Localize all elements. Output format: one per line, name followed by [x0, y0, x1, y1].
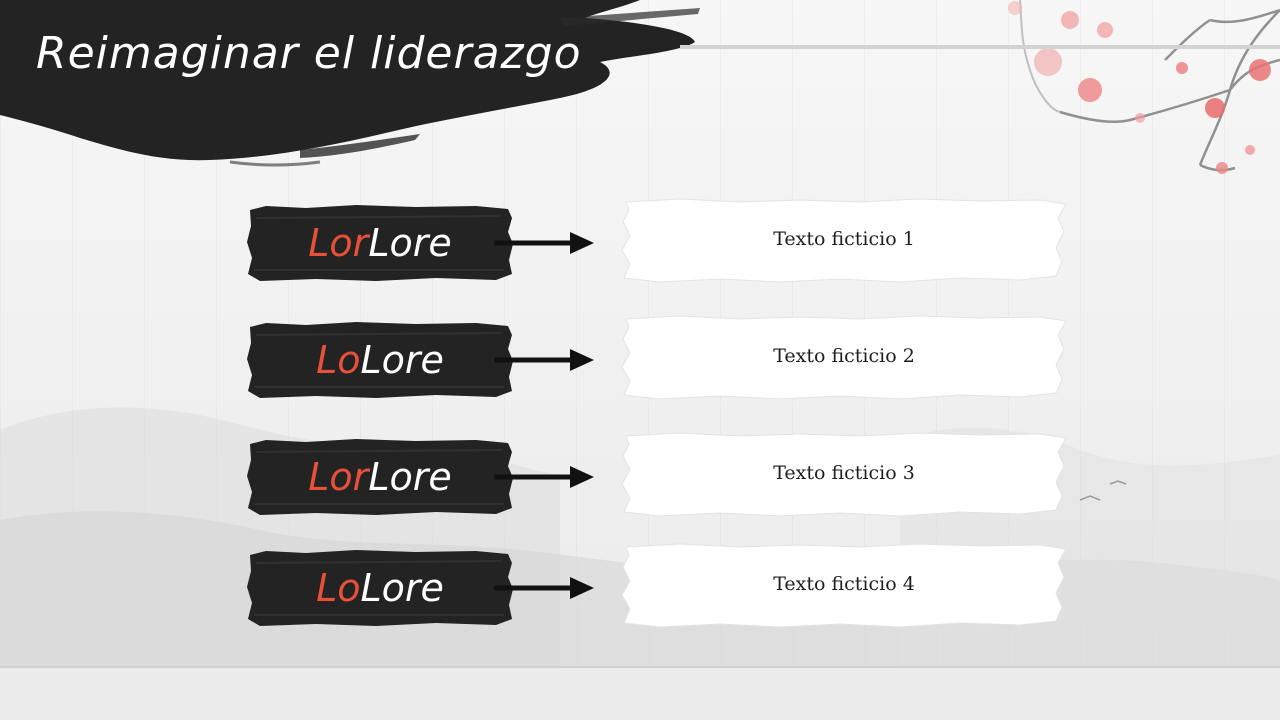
- label-accent: Lo: [316, 566, 361, 610]
- ink-label: LorLore: [246, 438, 514, 516]
- ink-label: LoLore: [246, 321, 514, 399]
- arrow-right-icon: [494, 349, 594, 371]
- process-row-2: LoLore Texto ficticio 2: [0, 315, 1280, 401]
- ink-brush-box: [247, 439, 513, 515]
- label-accent: Lor: [308, 221, 369, 265]
- ink-label: LoLore: [246, 549, 514, 627]
- text-card: Texto ficticio 1: [620, 198, 1068, 286]
- label-rest: Lore: [368, 221, 452, 265]
- bottom-strip: [0, 668, 1280, 720]
- torn-paper-card: [621, 315, 1067, 400]
- card-text: Texto ficticio 3: [773, 462, 915, 484]
- ink-brush-box: [247, 550, 513, 626]
- card-text: Texto ficticio 4: [773, 573, 915, 595]
- label-rest: Lore: [360, 338, 444, 382]
- card-text: Texto ficticio 1: [773, 228, 915, 250]
- process-row-3: LorLore Texto ficticio 3: [0, 432, 1280, 518]
- arrow-right-icon: [494, 577, 594, 599]
- torn-paper-card: [621, 198, 1067, 283]
- ink-label-box: LorLore: [246, 438, 514, 516]
- label-rest: Lore: [368, 455, 452, 499]
- torn-paper-card: [621, 432, 1067, 517]
- ink-brush-box: [247, 205, 513, 281]
- text-card: Texto ficticio 4: [620, 543, 1068, 631]
- label-rest: Lore: [360, 566, 444, 610]
- label-accent: Lor: [308, 455, 369, 499]
- torn-paper-card: [621, 543, 1067, 628]
- plum-blossom-branch: [1008, 0, 1280, 174]
- ink-label-box: LoLore: [246, 321, 514, 399]
- card-text: Texto ficticio 2: [773, 345, 915, 367]
- bottom-rule: [0, 666, 1280, 668]
- arrow-right-icon: [494, 232, 594, 254]
- process-row-1: LorLore Texto ficticio 1: [0, 198, 1280, 284]
- text-card: Texto ficticio 2: [620, 315, 1068, 403]
- top-rule: [680, 45, 1280, 49]
- process-row-4: LoLore Texto ficticio 4: [0, 543, 1280, 629]
- ink-brush-box: [247, 322, 513, 398]
- ink-brush-stroke: [0, 0, 700, 167]
- slide-title: Reimaginar el liderazgo: [36, 28, 582, 79]
- label-accent: Lo: [316, 338, 361, 382]
- arrow-right-icon: [494, 466, 594, 488]
- text-card: Texto ficticio 3: [620, 432, 1068, 520]
- ink-label: LorLore: [246, 204, 514, 282]
- ink-label-box: LoLore: [246, 549, 514, 627]
- ink-label-box: LorLore: [246, 204, 514, 282]
